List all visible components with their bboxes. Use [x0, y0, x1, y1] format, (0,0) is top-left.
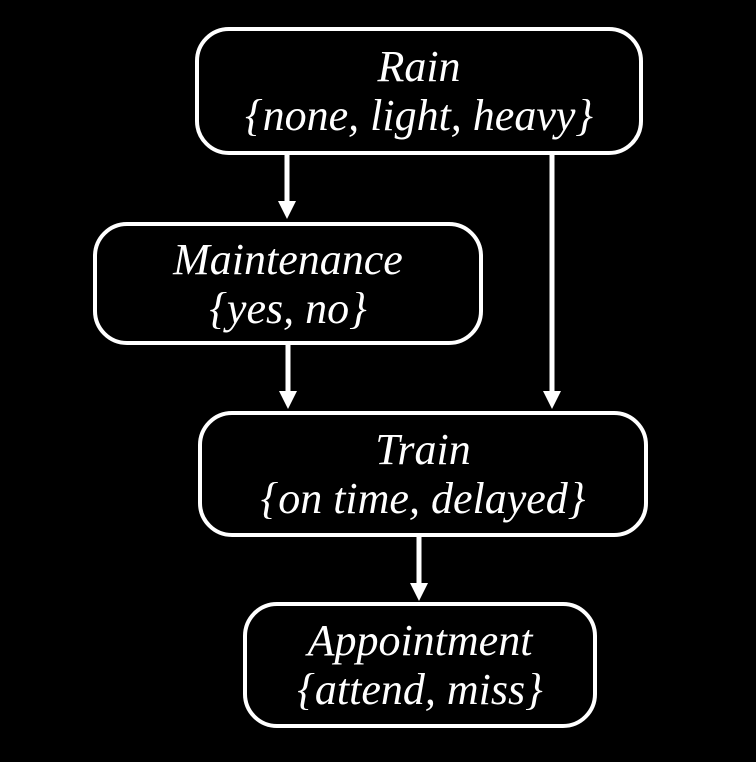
node-maintenance-values: {yes, no}: [209, 283, 367, 333]
node-appointment: Appointment {attend, miss}: [243, 602, 597, 728]
node-maintenance-label: Maintenance: [173, 234, 403, 284]
node-rain: Rain {none, light, heavy}: [195, 27, 643, 155]
edge-maintenance-to-train-arrow: [279, 345, 297, 409]
node-train: Train {on time, delayed}: [198, 411, 648, 537]
node-appointment-values: {attend, miss}: [297, 665, 543, 714]
node-rain-values: {none, light, heavy}: [245, 91, 593, 140]
node-train-label: Train: [375, 425, 471, 474]
node-rain-label: Rain: [377, 42, 461, 91]
node-train-values: {on time, delayed}: [260, 474, 586, 523]
edge-rain-to-maintenance-arrow: [278, 155, 296, 219]
edge-rain-to-train-arrow: [543, 155, 561, 409]
node-appointment-label: Appointment: [307, 616, 533, 665]
node-maintenance: Maintenance {yes, no}: [93, 222, 483, 345]
edge-train-to-appointment-arrow: [410, 537, 428, 601]
